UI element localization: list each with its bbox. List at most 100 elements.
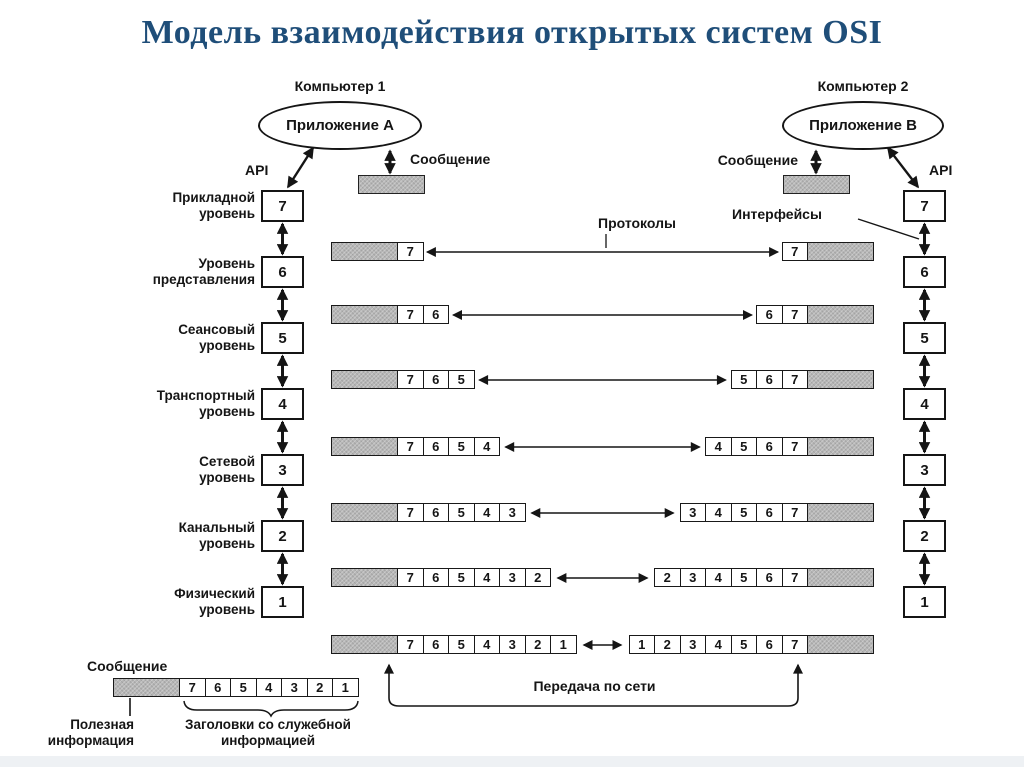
- layer-box-left-3: 3: [261, 454, 304, 486]
- frame-header-cell: 3: [499, 636, 525, 653]
- api-arrow-right: [887, 146, 919, 189]
- headers-label-line1: Заголовки со служебной: [185, 717, 351, 732]
- frame-payload-block: [332, 636, 397, 653]
- frame-header-cell: 6: [756, 504, 782, 521]
- frame-header-cell: 2: [663, 570, 671, 585]
- layer-box-left-4: 4: [261, 388, 304, 420]
- frame-header-cell: 5: [448, 504, 474, 521]
- layer-name-line2: уровень: [199, 536, 255, 551]
- frame-header-cell: 6: [422, 438, 449, 455]
- headers-label-line2: информацией: [220, 733, 316, 748]
- layer-name-line2: уровень: [199, 404, 255, 419]
- frame-payload-block: [332, 504, 397, 521]
- layer-name-line2: уровень: [199, 338, 255, 353]
- network-transfer-path: [384, 663, 803, 707]
- frame-header-cell: 3: [499, 504, 525, 521]
- frame-header-cell: 7: [781, 371, 808, 388]
- frame-payload-block: [332, 569, 397, 586]
- frame-payload-block: [807, 636, 873, 653]
- layer-name-line1: Канальный: [178, 520, 255, 535]
- frame-payload-block: [807, 569, 873, 586]
- frame-payload-block: [807, 504, 873, 521]
- frame-header-cell: 3: [499, 569, 525, 586]
- layer-name-line1: Прикладной: [172, 190, 255, 205]
- message-label-bottom: Сообщение: [87, 658, 168, 674]
- interfaces-pointer-line: [857, 218, 920, 240]
- frame-header-cell: 5: [740, 372, 748, 387]
- layer-box-left-6: 6: [261, 256, 304, 288]
- layer-name-line1: Уровень: [198, 256, 255, 271]
- computer1-label: Компьютер 1: [294, 78, 386, 94]
- frame-header-cell: 7: [397, 636, 423, 653]
- frame-header-cell: 6: [422, 306, 449, 323]
- layer-name-line2: уровень: [199, 206, 255, 221]
- payload-label-line2: информация: [47, 733, 134, 748]
- application-a-label: Приложение A: [286, 117, 394, 134]
- frame-header-cell: 5: [448, 569, 474, 586]
- bottom-frame-header-cell: 3: [281, 679, 307, 696]
- layer-box-right-4: 4: [903, 388, 946, 420]
- headers-label: Заголовки со служебной информацией: [150, 717, 386, 749]
- frame-header-cell: 3: [679, 569, 706, 586]
- layer-name-line1: Сеансовый: [178, 322, 255, 337]
- layer-box-left-2: 2: [261, 520, 304, 552]
- frame-left-level-7: 7: [331, 242, 424, 261]
- application-b-label: Приложение B: [809, 117, 917, 134]
- frame-header-cell: 7: [397, 504, 423, 521]
- frame-header-cell: 6: [422, 569, 449, 586]
- frame-header-cell: 3: [679, 636, 706, 653]
- frame-header-cell: 4: [473, 438, 500, 455]
- frame-header-cell: 4: [473, 636, 500, 653]
- frame-header-cell: 2: [524, 636, 551, 653]
- bottom-frame-header-cell: 7: [179, 679, 205, 696]
- message-block-right: [783, 175, 850, 194]
- layer-box-left-1: 1: [261, 586, 304, 618]
- layer-box-right-7: 7: [903, 190, 946, 222]
- layer-box-right-5: 5: [903, 322, 946, 354]
- frame-header-cell: 5: [448, 438, 474, 455]
- frame-payload-block: [807, 371, 873, 388]
- layer-box-right-1: 1: [903, 586, 946, 618]
- headers-brace: [183, 700, 359, 718]
- frame-header-cell: 5: [730, 504, 757, 521]
- payload-label-line1: Полезная: [70, 717, 134, 732]
- layer-box-left-5: 5: [261, 322, 304, 354]
- frame-header-cell: 5: [730, 636, 757, 653]
- protocols-label: Протоколы: [598, 215, 676, 231]
- frame-header-cell: 5: [448, 371, 474, 388]
- layer-box-right-2: 2: [903, 520, 946, 552]
- layer-name-line2: представления: [152, 272, 255, 287]
- message-label-right: Сообщение: [717, 152, 798, 168]
- frame-header-cell: 1: [550, 636, 576, 653]
- frame-header-cell: 4: [705, 569, 731, 586]
- frame-header-cell: 7: [397, 243, 423, 260]
- frame-right-level-7: 7: [781, 242, 874, 261]
- bottom-frame-header-cell: 4: [255, 679, 282, 696]
- api-label-right: API: [929, 162, 953, 178]
- frame-header-cell: 6: [422, 371, 449, 388]
- layer-name-line1: Физический: [174, 586, 255, 601]
- layer-name-line1: Сетевой: [199, 454, 255, 469]
- layer-box-left-7: 7: [261, 190, 304, 222]
- frame-header-cell: 4: [714, 439, 722, 454]
- network-transfer-label: Передача по сети: [533, 678, 656, 694]
- bottom-frame-header-cell: 5: [230, 679, 256, 696]
- frame-header-cell: 4: [705, 504, 731, 521]
- frame-header-cell: 4: [473, 569, 500, 586]
- frame-header-cell: 1: [638, 637, 646, 652]
- frame-header-cell: 5: [730, 438, 757, 455]
